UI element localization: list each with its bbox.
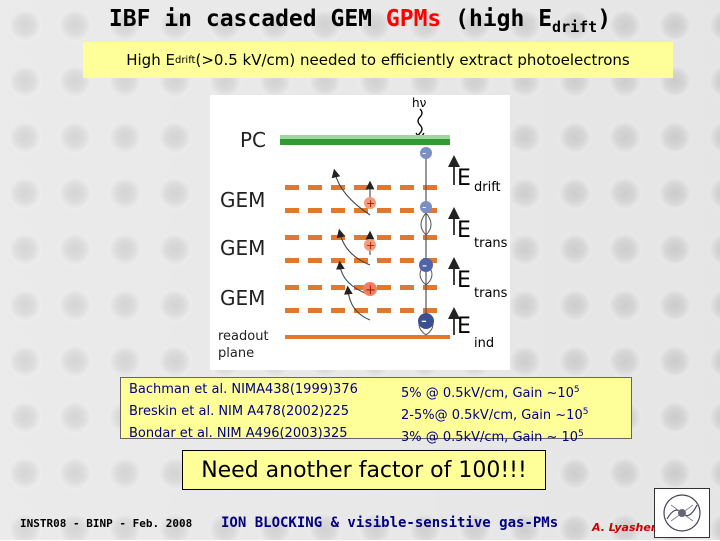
field-trans-2: E trans	[448, 257, 508, 301]
readout-label-1: readout	[218, 329, 269, 344]
electron-2: -	[420, 200, 432, 214]
svg-text:-: -	[422, 258, 427, 274]
reference-source: Bondar et al. NIM A496(2003)325	[129, 426, 348, 441]
svg-text:-: -	[421, 311, 427, 330]
gem-diagram-svg: hν PC GEM GEM GEM readout plane	[218, 96, 508, 361]
gem-3	[285, 285, 437, 313]
reference-source: Bachman et al. NIMA438(1999)376	[129, 382, 358, 397]
svg-text:-: -	[422, 200, 426, 214]
electron-4: -	[418, 311, 434, 330]
title-highlight: GPMs	[385, 6, 442, 32]
reference-value: 2-5%@ 0.5kV/cm, Gain ~105	[401, 407, 589, 423]
field-ind: E ind	[448, 307, 494, 351]
reference-source: Breskin et al. NIM A478(2002)225	[129, 404, 349, 419]
ion-2: +	[364, 239, 376, 252]
readout-plane-bar	[285, 335, 450, 339]
reference-row: Bondar et al. NIM A496(2003)325 3% @ 0.5…	[129, 425, 623, 447]
footer-topic: ION BLOCKING & visible-sensitive gas-PMs	[221, 515, 559, 531]
svg-text:drift: drift	[474, 180, 501, 195]
field-drift: E drift	[448, 155, 501, 195]
svg-text:E: E	[457, 166, 471, 191]
electron-1: -	[420, 146, 432, 160]
gem-1-label: GEM	[220, 188, 265, 212]
photocathode-bar	[280, 139, 450, 145]
ion-3: +	[363, 282, 377, 298]
reference-value: 5% @ 0.5kV/cm, Gain ~105	[401, 385, 580, 401]
svg-text:+: +	[366, 239, 375, 252]
reference-row: Breskin et al. NIM A478(2002)225 2-5%@ 0…	[129, 403, 623, 425]
callout-text: Need another factor of 100!!!	[201, 457, 527, 483]
svg-text:+: +	[365, 283, 376, 298]
photon-label: hν	[412, 96, 427, 110]
reference-box: Bachman et al. NIMA438(1999)376 5% @ 0.5…	[120, 377, 632, 445]
svg-text:-: -	[422, 146, 426, 160]
svg-text:ind: ind	[474, 336, 494, 351]
field-trans-1: E trans	[448, 207, 508, 251]
electron-3: -	[419, 258, 433, 274]
reference-row: Bachman et al. NIMA438(1999)376 5% @ 0.5…	[129, 381, 623, 403]
gem-1	[285, 185, 437, 213]
footer-author: A. Lyashenko	[592, 521, 674, 534]
svg-text:+: +	[366, 197, 375, 210]
callout-box: Need another factor of 100!!!	[182, 450, 546, 490]
gem-2	[285, 235, 437, 263]
gem-3-label: GEM	[220, 286, 265, 310]
institute-logo	[654, 488, 710, 538]
gem-2-label: GEM	[220, 236, 265, 260]
ion-1: +	[364, 197, 376, 210]
svg-text:E: E	[457, 314, 471, 339]
svg-text:trans: trans	[474, 236, 508, 251]
slide-title: IBF in cascaded GEM GPMs (high Edrift)	[108, 6, 612, 36]
logo-icon	[663, 494, 701, 532]
footer-conference: INSTR08 - BINP - Feb. 2008	[20, 517, 193, 530]
readout-label-2: plane	[218, 346, 254, 361]
svg-text:E: E	[457, 218, 471, 243]
gem-diagram: hν PC GEM GEM GEM readout plane	[210, 95, 510, 370]
svg-text:E: E	[457, 268, 471, 293]
svg-text:trans: trans	[474, 286, 508, 301]
pc-label: PC	[240, 128, 266, 152]
reference-value: 3% @ 0.5kV/cm, Gain ~ 105	[401, 429, 584, 445]
